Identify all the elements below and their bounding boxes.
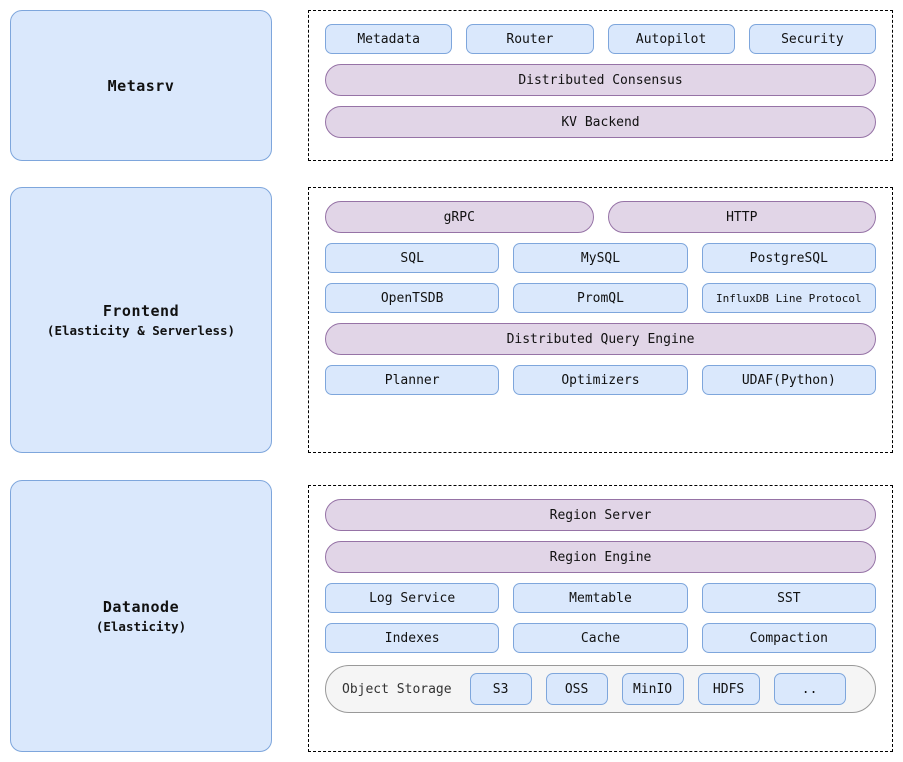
- chip-security[interactable]: Security: [748, 24, 876, 54]
- chip-row: Indexes Cache Compaction: [325, 623, 876, 653]
- chip-row: Log Service Memtable SST: [325, 583, 876, 613]
- chip-row: gRPC HTTP: [325, 201, 876, 233]
- component-title: Metasrv: [107, 76, 175, 95]
- chip-sst[interactable]: SST: [701, 583, 876, 613]
- chip-row: SQL MySQL PostgreSQL: [325, 243, 876, 273]
- chip-row: KV Backend: [325, 106, 876, 138]
- chip-mysql[interactable]: MySQL: [513, 243, 688, 273]
- storage-chip[interactable]: MinIO: [621, 673, 684, 705]
- chip-distributed-consensus[interactable]: Distributed Consensus: [325, 64, 876, 96]
- chip-kv-backend[interactable]: KV Backend: [325, 106, 876, 138]
- storage-chip[interactable]: S3: [469, 673, 532, 705]
- component-card-metasrv: Metasrv: [10, 10, 272, 161]
- chip-cache[interactable]: Cache: [513, 623, 688, 653]
- component-card-frontend: Frontend (Elasticity & Serverless): [10, 187, 272, 453]
- chip-udaf-python[interactable]: UDAF(Python): [701, 365, 876, 395]
- chip-opentsdb[interactable]: OpenTSDB: [325, 283, 500, 313]
- chip-row: Distributed Query Engine: [325, 323, 876, 355]
- component-title: Datanode: [102, 597, 180, 616]
- chip-router[interactable]: Router: [466, 24, 594, 54]
- chip-distributed-query-engine[interactable]: Distributed Query Engine: [325, 323, 876, 355]
- chip-influxdb-line-protocol[interactable]: InfluxDB Line Protocol: [701, 283, 876, 313]
- chip-planner[interactable]: Planner: [325, 365, 500, 395]
- chip-promql[interactable]: PromQL: [513, 283, 688, 313]
- storage-chip[interactable]: HDFS: [697, 673, 760, 705]
- chip-row: Region Server: [325, 499, 876, 531]
- chip-postgresql[interactable]: PostgreSQL: [701, 243, 876, 273]
- chip-grpc[interactable]: gRPC: [325, 201, 594, 233]
- chip-row: Metadata Router Autopilot Security: [325, 24, 876, 54]
- chip-row: Planner Optimizers UDAF(Python): [325, 365, 876, 395]
- chip-autopilot[interactable]: Autopilot: [607, 24, 735, 54]
- chip-region-server[interactable]: Region Server: [325, 499, 876, 531]
- chip-memtable[interactable]: Memtable: [513, 583, 688, 613]
- chip-sql[interactable]: SQL: [325, 243, 500, 273]
- chip-row: OpenTSDB PromQL InfluxDB Line Protocol: [325, 283, 876, 313]
- component-title: Frontend: [102, 301, 180, 320]
- component-subtitle: (Elasticity & Serverless): [46, 322, 236, 338]
- object-storage-items: S3 OSS MinIO HDFS..: [469, 673, 859, 705]
- chip-optimizers[interactable]: Optimizers: [513, 365, 688, 395]
- chip-row: Region Engine: [325, 541, 876, 573]
- chip-http[interactable]: HTTP: [607, 201, 876, 233]
- panel-frontend: gRPC HTTP SQL MySQL PostgreSQL OpenTSDB PromQL…: [308, 187, 893, 453]
- chip-indexes[interactable]: Indexes: [325, 623, 500, 653]
- object-storage-strip: Object Storage S3 OSS MinIO HDFS..: [325, 665, 876, 713]
- object-storage-label: Object Storage: [342, 681, 452, 697]
- component-card-datanode: Datanode (Elasticity): [10, 480, 272, 752]
- storage-chip[interactable]: OSS: [545, 673, 608, 705]
- chip-log-service[interactable]: Log Service: [325, 583, 500, 613]
- chip-compaction[interactable]: Compaction: [701, 623, 876, 653]
- component-subtitle: (Elasticity): [95, 618, 187, 634]
- storage-chip[interactable]: ..: [773, 673, 846, 705]
- chip-region-engine[interactable]: Region Engine: [325, 541, 876, 573]
- chip-row: Distributed Consensus: [325, 64, 876, 96]
- chip-metadata[interactable]: Metadata: [325, 24, 453, 54]
